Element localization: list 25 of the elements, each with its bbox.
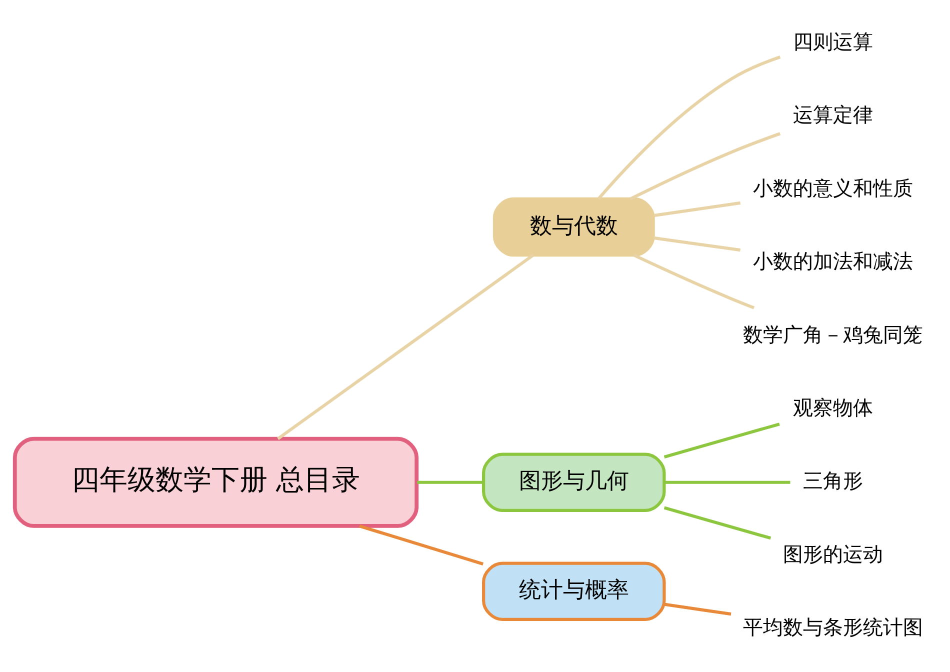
node-text: 观察物体 [793,395,874,420]
node-box: 统计与概率 [482,562,666,621]
connector [277,254,534,440]
connector [653,201,741,218]
connector [597,56,781,200]
node-text: 小数的加法和减法 [753,249,914,274]
node-text: 小数的意义和性质 [753,176,914,200]
connector [664,422,780,458]
connector [633,254,755,310]
connector [664,602,732,616]
connector [630,132,781,200]
node-text: 四则运算 [793,30,874,54]
node-box: 四年级数学下册 总目录 [12,436,419,528]
node-text: 数学广角－鸡兔同笼 [743,322,924,346]
node-text: 运算定律 [793,102,874,127]
node-box: 数与代数 [492,197,655,257]
node-text: 三角形 [803,468,864,493]
node-box: 图形与几何 [482,452,666,512]
node-text: 图形的运动 [783,542,884,566]
connector [664,506,772,540]
node-text: 平均数与条形统计图 [743,615,924,640]
connector [417,480,484,484]
connector [664,480,790,484]
connector [653,236,741,252]
connector [359,524,484,566]
